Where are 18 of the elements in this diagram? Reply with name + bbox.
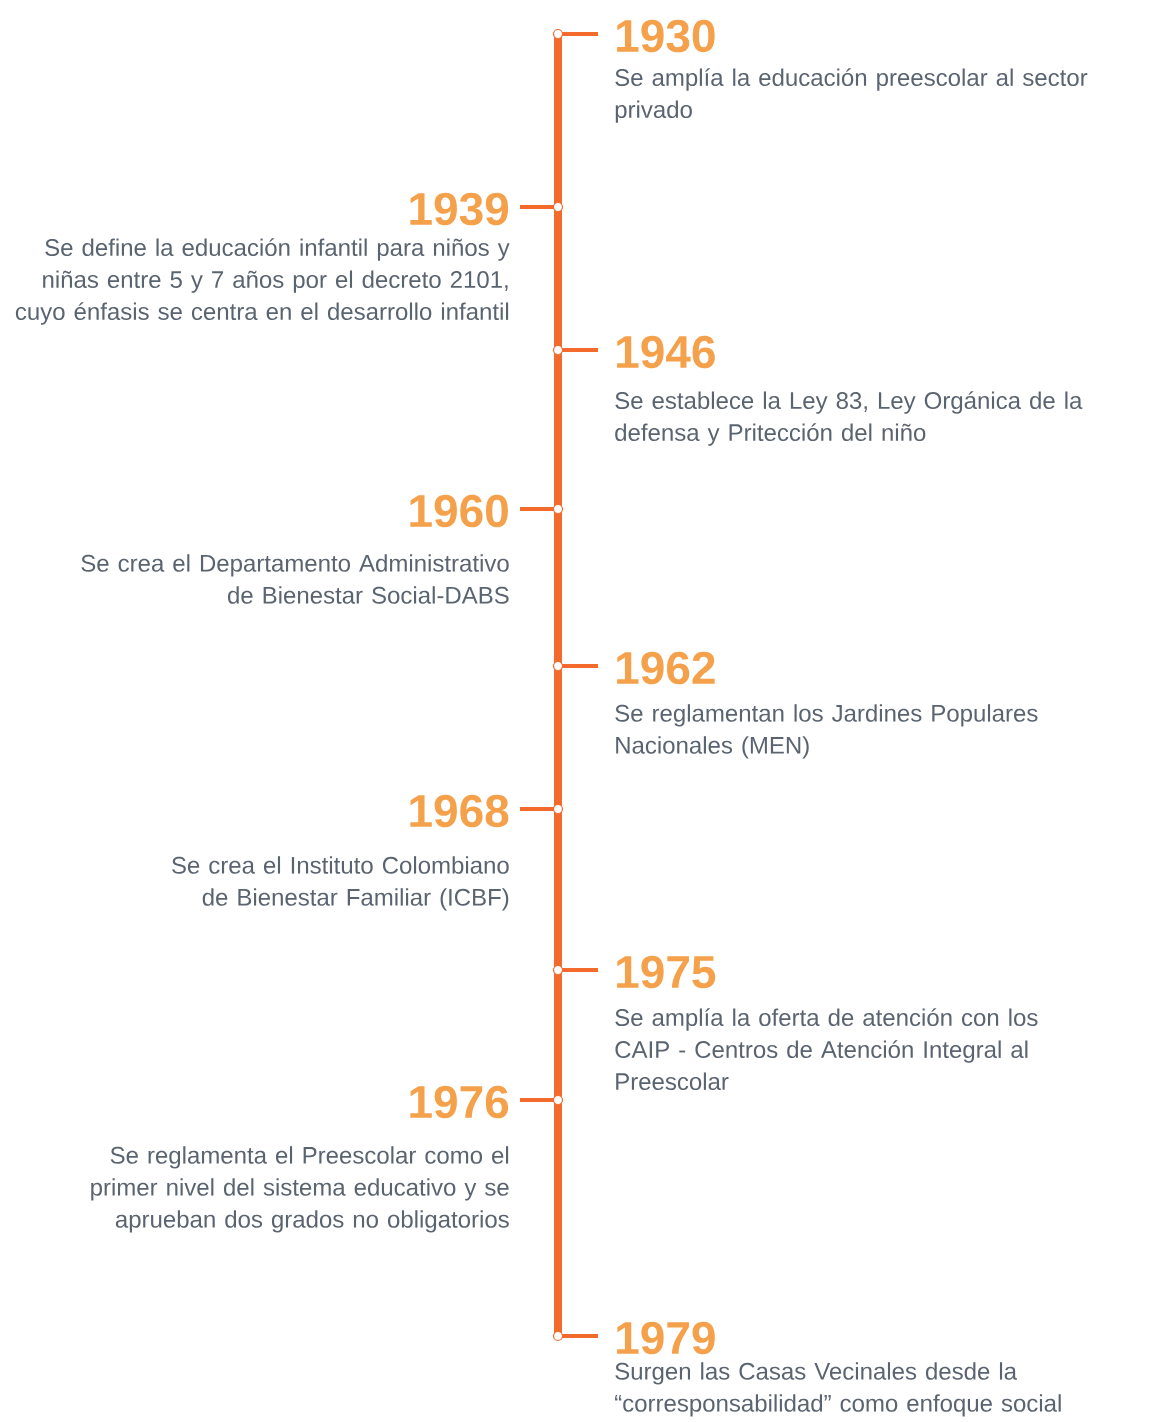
event-description: Se crea el Departamento Administrativo de Bienestar Social-DABS <box>81 554 509 604</box>
event-description: Se establece la Ley 83, Ley Orgánica de la defensa y Pritección del niño <box>615 391 1083 446</box>
year-label: 1962 <box>617 651 715 685</box>
year-label: 1960 <box>410 494 508 528</box>
year-label: 1976 <box>410 1085 509 1119</box>
year-label: 1968 <box>410 794 509 828</box>
year-label: 1939 <box>410 192 509 226</box>
event-description: Se crea el Instituto Colombiano de Bienestar Familiar (ICBF) <box>172 856 509 911</box>
event-description: Se reglamenta el Preescolar como el primer nivel del sistema educativo y se aprueban dos grados no obligatorios <box>91 1146 509 1233</box>
year-label: 1975 <box>617 955 716 989</box>
year-label: 1946 <box>617 335 715 369</box>
event-description: Se amplía la educación preescolar al sector privado <box>615 68 1088 123</box>
event-description: Se reglamentan los Jardines Populares Nacionales (MEN) <box>615 704 1038 759</box>
event-description: Se amplía la oferta de atención con los CAIP - Centros de Atención Integral al Preescolar <box>615 1008 1038 1091</box>
event-description: Se define la educación infantil para niños y niñas entre 5 y 7 años por el decreto 2101, cuyo énfasis se centra en el desarrollo infantil <box>15 238 510 325</box>
year-label: 1979 <box>617 1321 715 1355</box>
year-label: 1930 <box>617 19 715 53</box>
event-description: Surgen las Casas Vecinales desde la “corresponsabilidad” como enfoque social <box>615 1362 1061 1417</box>
